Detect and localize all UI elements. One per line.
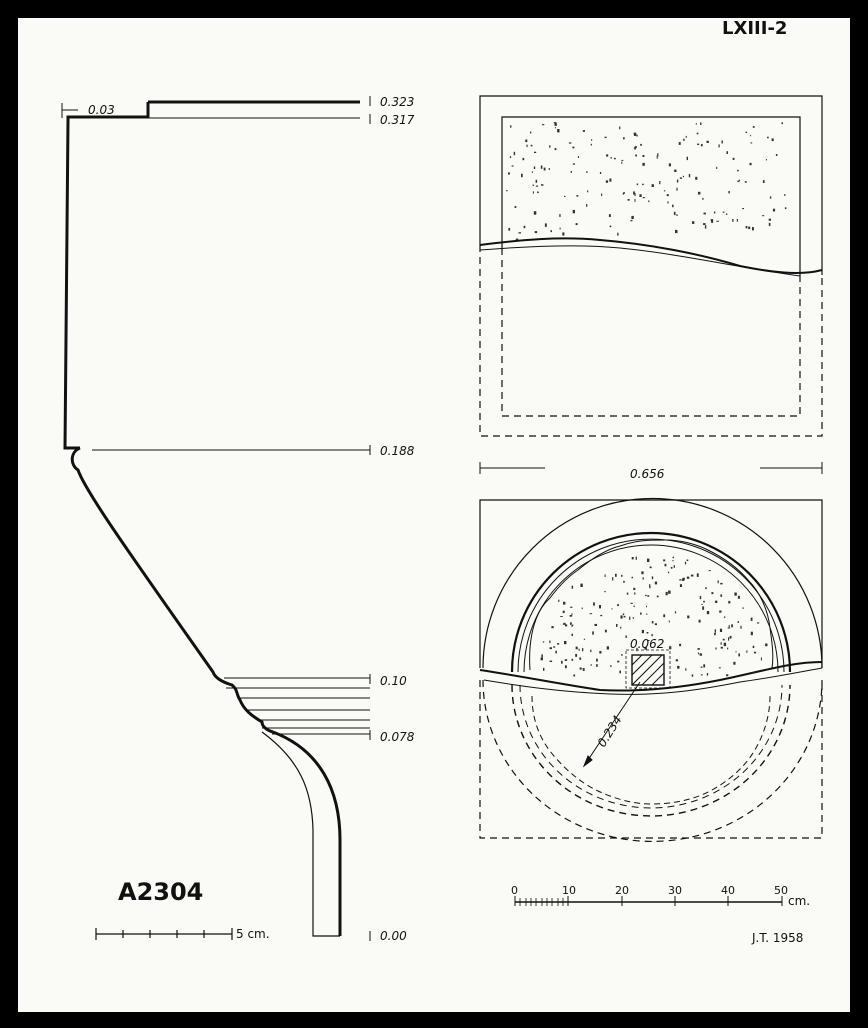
scale-tick-label: 0 xyxy=(511,884,518,897)
stipple-texture xyxy=(540,556,768,677)
stipple-texture xyxy=(506,122,787,240)
scale-tick-label: 40 xyxy=(721,884,735,897)
width-label: 0.656 xyxy=(630,467,665,481)
scale-tick-label: 30 xyxy=(668,884,682,897)
socket-hatch xyxy=(631,654,665,686)
profile-drawing xyxy=(61,96,371,941)
scale-tick-label: 20 xyxy=(615,884,629,897)
height-label: 0.078 xyxy=(380,730,415,744)
top-offset-label: 0.03 xyxy=(88,103,115,117)
metric-scale-bar xyxy=(514,896,783,906)
paper xyxy=(18,18,850,1012)
height-label: 0.188 xyxy=(380,444,415,458)
height-label: 0.317 xyxy=(380,113,415,127)
profile-scale-bar xyxy=(95,928,233,940)
catalog-id: A2304 xyxy=(118,878,203,906)
scale-tick-label: 50 xyxy=(774,884,788,897)
height-label: 0.323 xyxy=(380,95,414,109)
profile-scale-label: 5 cm. xyxy=(236,927,270,941)
width-dimension xyxy=(479,462,823,474)
height-label: 0.00 xyxy=(380,929,407,943)
plate-number: LXIII-2 xyxy=(722,18,787,39)
draftsman-initials: J.T. 1958 xyxy=(751,931,803,945)
scale-unit-label: cm. xyxy=(788,894,810,908)
height-label: 0.10 xyxy=(380,674,407,688)
socket-size-label: 0.062 xyxy=(630,637,664,651)
elevation-drawing xyxy=(479,95,823,437)
plan-drawing xyxy=(479,497,823,843)
scale-tick-label: 10 xyxy=(562,884,576,897)
